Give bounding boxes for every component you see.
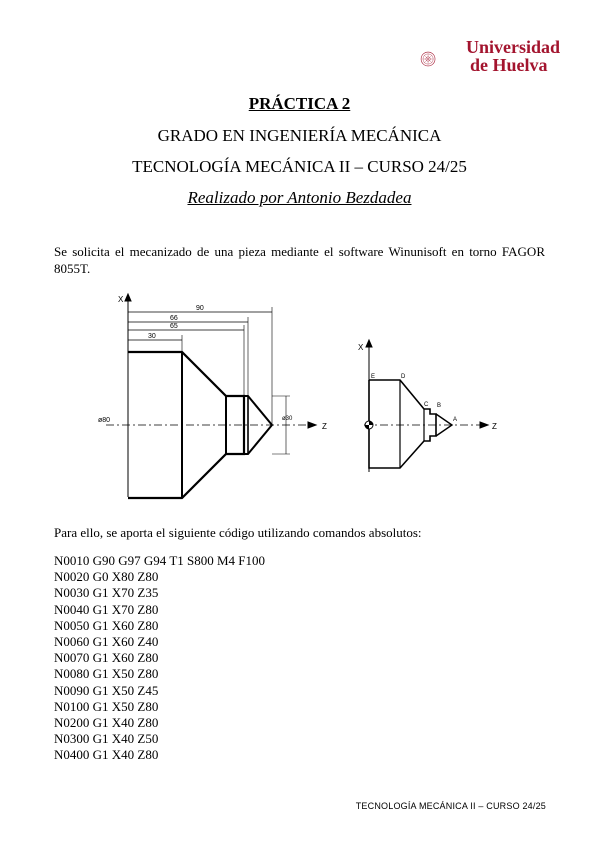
university-logo: Universidad de Huelva [466,38,560,74]
code-line: N0060 G1 X60 Z40 [54,634,159,650]
left-axis-x-label: X [118,295,124,304]
dim-right-label: ø30 [282,416,293,422]
right-part-drawing: X Z E D C B A [358,338,497,472]
degree-subtitle: GRADO EN INGENIERÍA MECÁNICA [157,126,442,145]
dim-66-label: 66 [170,315,178,322]
code-line: N0050 G1 X60 Z80 [54,617,159,633]
code-intro: Para ello, se aporta el siguiente código… [54,525,422,540]
code-line: N0300 G1 X40 Z50 [54,731,159,747]
right-axis-x-label: X [358,343,364,352]
code-line: N0070 G1 X60 Z80 [54,650,159,666]
dim-30-label: 30 [148,333,156,340]
code-line: N0090 G1 X50 Z45 [54,682,159,698]
dim-diameter-label: ø80 [98,417,110,424]
code-line: N0020 G0 X80 Z80 [54,569,159,585]
left-part-drawing: X Z 90 66 65 30 ø80 ø30 [98,292,327,500]
code-line: N0030 G1 X70 Z35 [54,585,159,601]
logo-line-1: Universidad [466,37,561,57]
page-footer: TECNOLOGÍA MECÁNICA II – CURSO 24/25 [355,801,546,811]
code-line: N0080 G1 X50 Z80 [54,666,159,682]
point-a-label: A [453,417,457,423]
intro-paragraph: Se solicita el mecanizado de una pieza m… [54,244,545,276]
course-subtitle: TECNOLOGÍA MECÁNICA II – CURSO 24/25 [132,157,467,176]
point-c-label: C [424,402,429,408]
logo-line-2: de Huelva [470,55,548,75]
page-title: PRÁCTICA 2 [248,94,351,113]
author-line: Realizado por Antonio Bezdadea [187,188,412,207]
dim-90-label: 90 [196,305,204,312]
code-line: N0100 G1 X50 Z80 [54,698,159,714]
university-seal-icon [420,51,436,67]
technical-drawing: X Z 90 66 65 30 ø80 ø30 X [98,292,497,500]
right-axis-z-label: Z [492,422,497,431]
left-axis-z-label: Z [322,422,327,431]
code-line: N0010 G90 G97 G94 T1 S800 M4 F100 [54,553,266,568]
code-line: N0400 G1 X40 Z80 [54,747,159,763]
code-line: N0200 G1 X40 Z80 [54,715,159,731]
point-e-label: E [371,374,375,380]
code-line: N0040 G1 X70 Z80 [54,601,159,617]
point-d-label: D [401,374,406,380]
point-b-label: B [437,403,441,409]
dim-65-label: 65 [170,323,178,330]
